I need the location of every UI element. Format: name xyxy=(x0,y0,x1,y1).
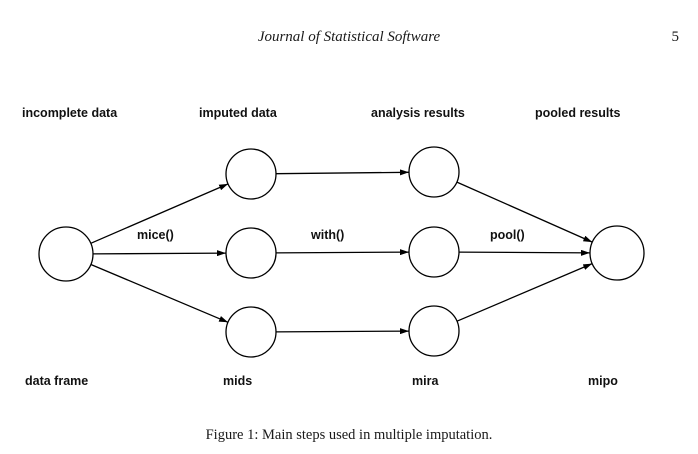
node-data-frame xyxy=(38,226,94,282)
edge-data-frame-to-mids-2 xyxy=(92,250,227,257)
edge-mids-1-to-mira-1 xyxy=(275,169,410,176)
node-mira-3 xyxy=(408,305,460,357)
node-mira-2 xyxy=(408,226,460,278)
edge-label-with: with() xyxy=(311,228,345,242)
node-mids-2 xyxy=(225,227,277,279)
node-mids-3 xyxy=(225,306,277,358)
page-number: 5 xyxy=(671,29,680,45)
edge-data-frame-to-mids-1 xyxy=(90,183,229,244)
edge-mids-2-to-mira-2 xyxy=(275,249,410,256)
column-label-pooled-results: pooled results xyxy=(535,106,621,120)
bottom-label-mira: mira xyxy=(412,374,439,388)
node-mira-1 xyxy=(408,146,460,198)
edge-mids-3-to-mira-3 xyxy=(275,328,410,335)
edge-label-mice: mice() xyxy=(137,228,174,242)
column-label-analysis-results: analysis results xyxy=(371,106,465,120)
bottom-label-mids: mids xyxy=(223,374,253,388)
figure-caption: Figure 1: Main steps used in multiple im… xyxy=(205,427,493,443)
journal-title: Journal of Statistical Software xyxy=(257,29,441,45)
bottom-label-data-frame: data frame xyxy=(25,374,89,388)
edge-data-frame-to-mids-3 xyxy=(90,263,229,323)
edge-mira-3-to-mipo xyxy=(456,263,593,322)
edge-mira-1-to-mipo xyxy=(456,181,593,243)
edge-label-pool: pool() xyxy=(490,228,525,242)
edge-mira-2-to-mipo xyxy=(458,249,591,256)
node-mipo xyxy=(589,225,645,281)
column-label-incomplete-data: incomplete data xyxy=(22,106,118,120)
bottom-label-mipo: mipo xyxy=(588,374,618,388)
column-label-imputed-data: imputed data xyxy=(199,106,277,120)
node-mids-1 xyxy=(225,148,277,200)
